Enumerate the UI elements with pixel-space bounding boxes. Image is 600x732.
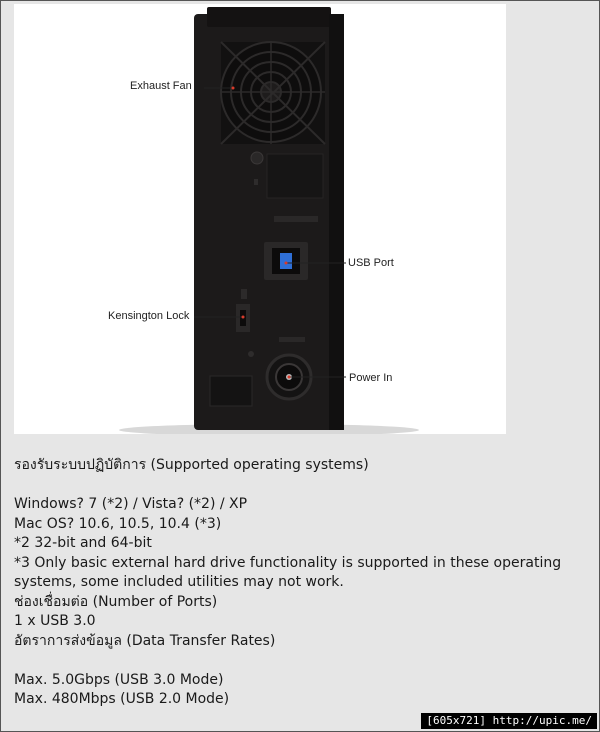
rate-usb2: Max. 480Mbps (USB 2.0 Mode) (14, 691, 230, 707)
screw (250, 151, 264, 165)
os-note-3: *3 Only basic external hard drive functi… (14, 554, 562, 591)
os-note-2: *2 32-bit and 64-bit (14, 535, 152, 551)
device-illustration (119, 7, 419, 434)
device-top-cap (207, 7, 331, 27)
upic-watermark: [605x721] http://upic.me/ (421, 713, 597, 729)
os-heading: รองรับระบบปฏิบัติการ (Supported operatin… (14, 457, 369, 473)
callout-usb-port: USB Port (348, 257, 394, 269)
callout-exhaust-fan: Exhaust Fan (130, 80, 192, 92)
exhaust-fan-grille (220, 41, 326, 145)
ports-value: 1 x USB 3.0 (14, 613, 96, 629)
spec-text: รองรับระบบปฏิบัติการ (Supported operatin… (14, 456, 594, 710)
usb-port-graphic (264, 242, 308, 280)
os-line-mac: Mac OS? 10.6, 10.5, 10.4 (*3) (14, 515, 222, 532)
device-rear-photo: Exhaust Fan USB Port Kensington Lock Pow… (14, 4, 506, 434)
ports-heading: ช่องเชื่อมต่อ (Number of Ports) (14, 593, 218, 610)
rate-usb3: Max. 5.0Gbps (USB 3.0 Mode) (14, 671, 224, 688)
os-line-windows: Windows? 7 (*2) / Vista? (*2) / XP (14, 496, 248, 512)
callout-power-in: Power In (349, 372, 393, 384)
callout-kensington-lock: Kensington Lock (108, 310, 190, 322)
rates-heading: อัตราการส่งข้อมูล (Data Transfer Rates) (14, 632, 276, 649)
